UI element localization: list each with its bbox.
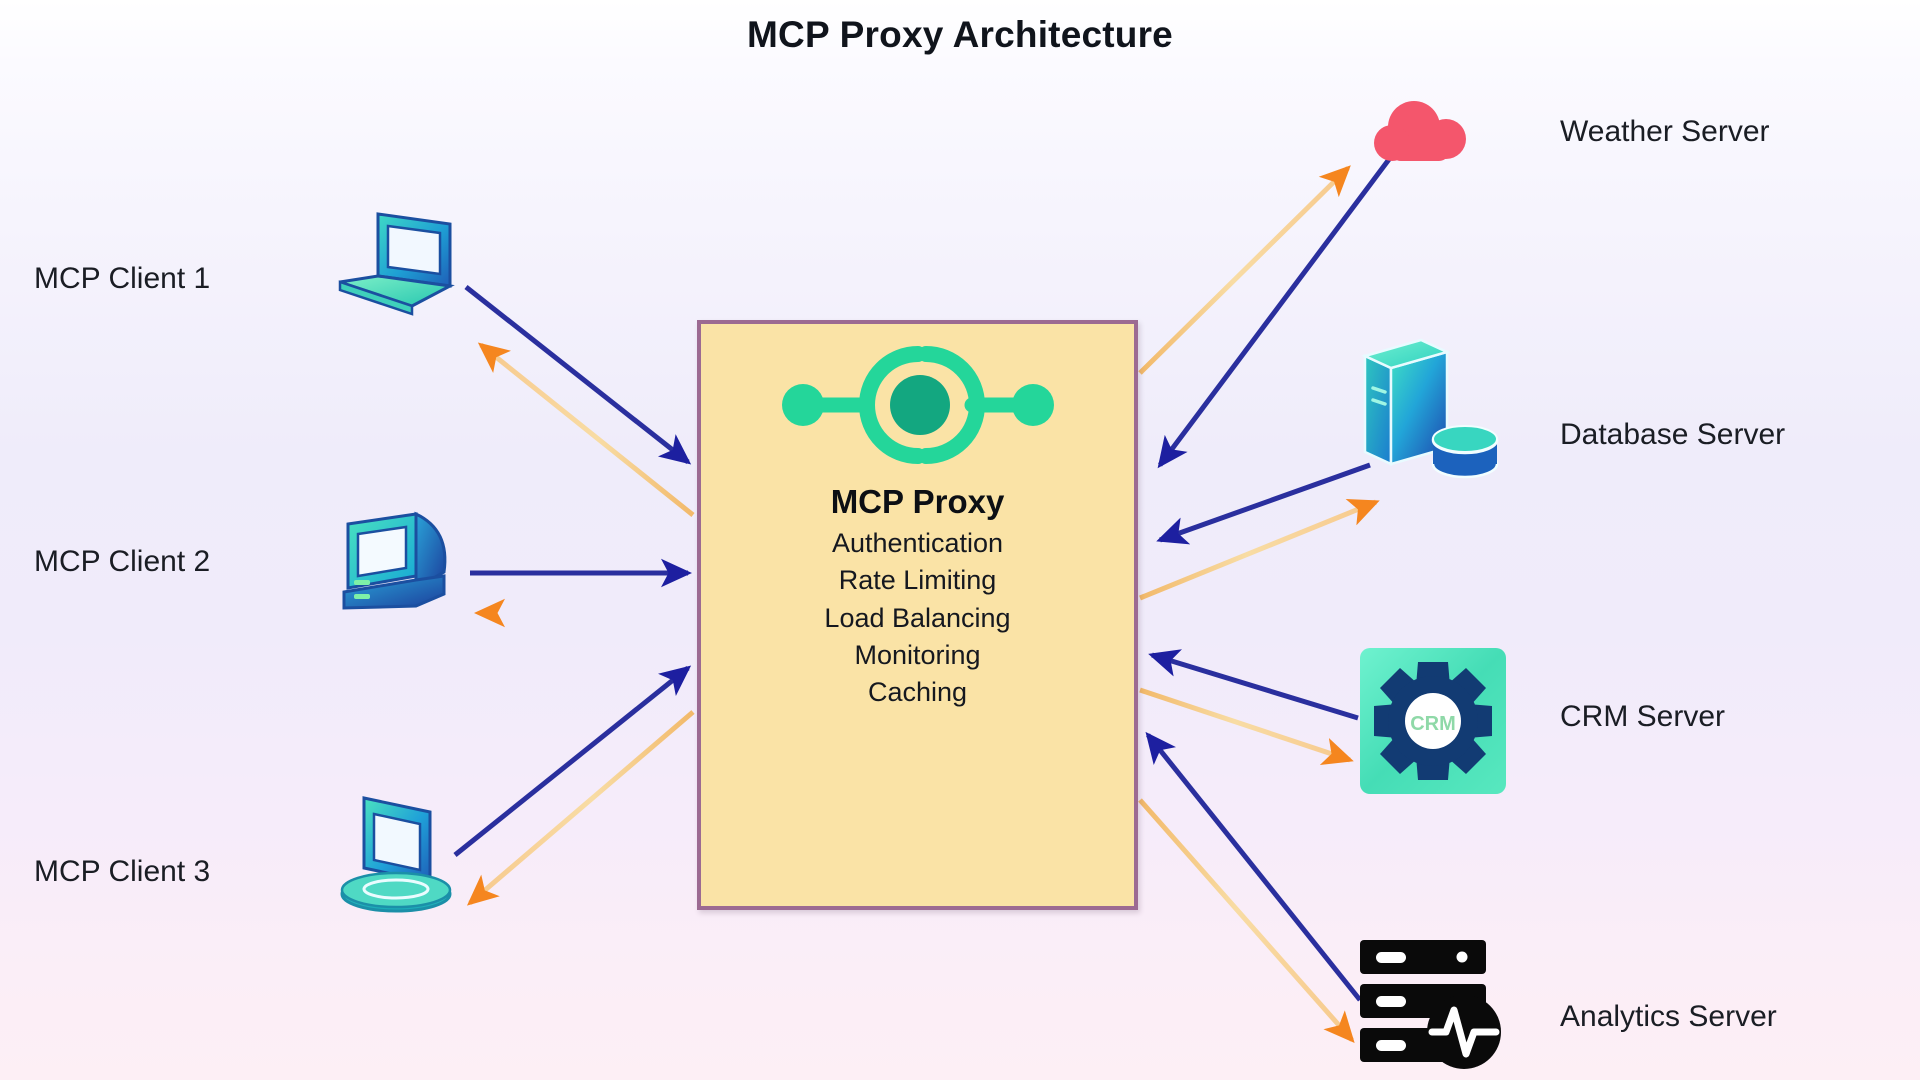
desktop-computer-icon[interactable]: [330, 510, 460, 630]
proxy-hub-icon: [768, 346, 1068, 469]
analytics-rack-icon[interactable]: [1360, 940, 1512, 1080]
server-label-database: Database Server: [1560, 418, 1786, 451]
proxy-feature-list: Authentication Rate Limiting Load Balanc…: [824, 529, 1010, 707]
arrow-client3-response: [466, 710, 695, 906]
proxy-feature: Rate Limiting: [838, 565, 997, 596]
arrow-analytics-request: [1138, 798, 1355, 1043]
arrow-analytics-response: [1145, 731, 1362, 1002]
mcp-proxy-node[interactable]: MCP Proxy Authentication Rate Limiting L…: [697, 320, 1138, 910]
crm-gear-icon[interactable]: CRM: [1360, 648, 1506, 799]
proxy-feature: Monitoring: [854, 640, 981, 671]
laptop-icon[interactable]: [330, 210, 465, 330]
client-label-2: MCP Client 2: [34, 545, 211, 578]
proxy-title: MCP Proxy: [830, 483, 1005, 520]
server-label-crm: CRM Server: [1560, 700, 1726, 733]
database-server-icon[interactable]: [1355, 320, 1500, 485]
arrow-weather-request: [1138, 165, 1351, 375]
proxy-feature: Load Balancing: [824, 602, 1011, 633]
server-label-weather: Weather Server: [1560, 115, 1770, 148]
arrow-client1-request: [464, 285, 692, 465]
crm-badge-text: CRM: [1410, 713, 1456, 735]
proxy-feature: Caching: [867, 677, 968, 708]
workstation-icon[interactable]: [330, 790, 465, 925]
cloud-icon[interactable]: [1370, 95, 1490, 180]
proxy-feature: Authentication: [831, 528, 1004, 558]
page-title: MCP Proxy Architecture: [747, 14, 1173, 55]
arrow-client3-request: [453, 665, 692, 857]
arrow-crm-response: [1148, 649, 1359, 721]
arrow-crm-request: [1139, 687, 1354, 765]
client-label-1: MCP Client 1: [34, 262, 211, 295]
arrow-database-response: [1156, 462, 1371, 545]
arrow-database-request: [1139, 498, 1380, 601]
arrow-client1-response: [477, 342, 695, 517]
server-label-analytics: Analytics Server: [1560, 1000, 1777, 1033]
client-label-3: MCP Client 3: [34, 855, 211, 888]
